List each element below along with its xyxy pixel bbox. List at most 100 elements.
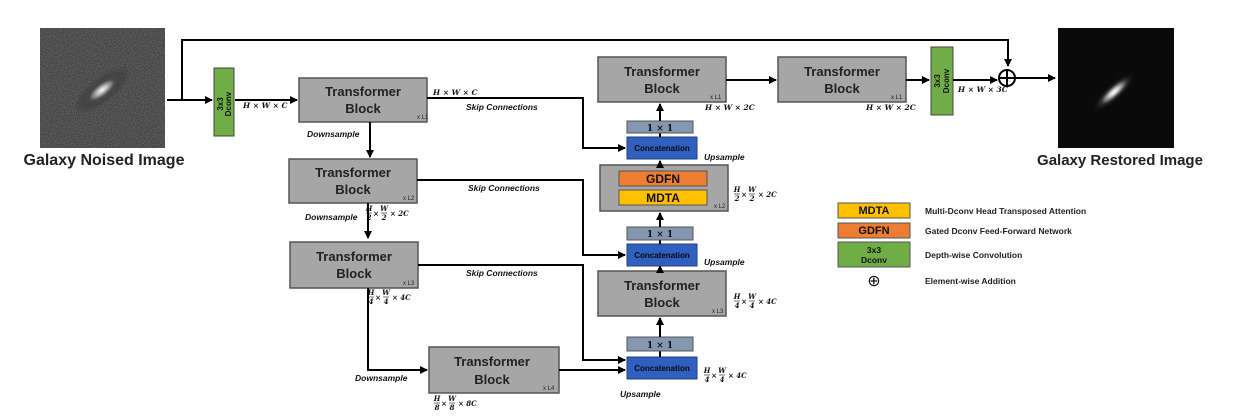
block-subtitle: Block [644, 81, 680, 96]
svg-text:W: W [448, 394, 457, 403]
legend-item-dconv: 3x3 Dconv Depth-wise Convolution [837, 241, 1022, 268]
decoder-transformer-block-l3: Transformer Block x L3 [597, 270, 727, 317]
input-dconv-label1: 3x3 [216, 97, 225, 111]
legend-box-mdta: MDTA [859, 205, 890, 217]
legend: MDTA Multi-Dconv Head Transposed Attenti… [837, 202, 1086, 290]
conv1x1-label: 1 × 1 [647, 341, 673, 351]
concat-label: Concatenation [634, 144, 690, 153]
repeat-l1: x L1 [710, 95, 722, 101]
conv1x1-level1: 1 × 1 [626, 120, 694, 134]
svg-text:W: W [380, 204, 389, 213]
block-title: Transformer [624, 278, 700, 293]
decoder-transformer-block-l2: GDFN MDTA x L2 [599, 164, 729, 212]
svg-text:× 4C: × 4C [758, 297, 777, 306]
output-dconv: 3x3 Dconv [930, 46, 954, 116]
svg-text:× 4C: × 4C [392, 293, 411, 302]
svg-text:2: 2 [749, 194, 755, 203]
svg-text:4: 4 [384, 297, 389, 306]
skip-label-l3: Skip Connections [466, 268, 538, 278]
concat-level1: Concatenation [626, 136, 698, 160]
legend-label-dconv: Depth-wise Convolution [925, 250, 1022, 260]
svg-text:2: 2 [734, 194, 740, 203]
skip-label-l1: Skip Connections [466, 102, 538, 112]
conv1x1-label: 1 × 1 [647, 124, 673, 134]
legend-label-add: Element-wise Addition [925, 276, 1016, 286]
dim-dec3: H 4 × W 4 × 4C [703, 366, 747, 384]
svg-text:H: H [733, 292, 741, 301]
concat-label: Concatenation [634, 251, 690, 260]
upsample-label-2: Upsample [704, 257, 745, 267]
skip-connection-l2 [417, 179, 626, 259]
downsample-label-1: Downsample [307, 129, 360, 139]
dim-level3: H 4 × W 4 × 4C [367, 288, 411, 306]
dim-level2: H 2 × W 2 × 2C [365, 204, 409, 222]
encoder-transformer-block-l2: Transformer Block x L2 [288, 158, 418, 204]
gdfn-label: GDFN [646, 172, 680, 186]
encoder-transformer-block-l3: Transformer Block x L3 [289, 241, 419, 289]
concat-level3: Concatenation [626, 356, 698, 380]
block-title: Transformer [624, 64, 700, 79]
svg-text:4: 4 [720, 375, 725, 384]
legend-item-add: ⊕ Element-wise Addition [867, 271, 1016, 290]
repeat-l3: x L3 [403, 281, 415, 287]
dim-input: H × W × C [242, 101, 288, 110]
block-subtitle: Block [345, 101, 381, 116]
output-dconv-label2: Dconv [942, 68, 951, 93]
legend-label-gdfn: Gated Dconv Feed-Forward Network [925, 226, 1072, 236]
svg-text:× 8C: × 8C [458, 399, 477, 408]
block-title: Transformer [325, 84, 401, 99]
repeat-l2: x L2 [403, 196, 415, 202]
svg-text:4: 4 [735, 301, 740, 310]
block-subtitle: Block [474, 372, 510, 387]
svg-text:× 4C: × 4C [728, 371, 747, 380]
concat-level2: Concatenation [626, 243, 698, 267]
legend-item-mdta: MDTA Multi-Dconv Head Transposed Attenti… [837, 202, 1086, 219]
block-title: Transformer [315, 165, 391, 180]
repeat-l4: x L4 [543, 386, 555, 392]
dim-output: H × W × 3C [957, 85, 1008, 94]
downsample-3-arrow [367, 288, 428, 374]
legend-label-mdta: Multi-Dconv Head Transposed Attention [925, 206, 1086, 216]
repeat-l3: x L3 [712, 309, 724, 315]
concat-label: Concatenation [634, 364, 690, 373]
decoder-transformer-block-l1: Transformer Block x L1 [597, 56, 727, 103]
block-subtitle: Block [336, 266, 372, 281]
output-image-caption: Galaxy Restored Image [1037, 152, 1203, 169]
downsample-label-2: Downsample [305, 212, 358, 222]
galaxy-restored-image [1058, 28, 1174, 148]
galaxy-noised-image [40, 28, 165, 148]
svg-text:4: 4 [705, 375, 710, 384]
mdta-label: MDTA [646, 191, 680, 205]
svg-text:H: H [733, 185, 741, 194]
svg-text:4: 4 [369, 297, 374, 306]
svg-text:8: 8 [450, 403, 455, 412]
dim-level1: H × W × C [432, 88, 478, 97]
svg-text:× 2C: × 2C [758, 190, 777, 199]
input-dconv-label2: Dconv [224, 91, 233, 116]
svg-text:× 2C: × 2C [390, 209, 409, 218]
svg-text:H: H [703, 366, 711, 375]
block-subtitle: Block [644, 295, 680, 310]
dim-dec1: H × W × 2C [704, 103, 755, 112]
legend-box-dconv-1: 3x3 [867, 245, 881, 255]
skip-label-l2: Skip Connections [468, 183, 540, 193]
svg-text:×: × [373, 209, 379, 218]
output-dconv-label1: 3x3 [933, 74, 942, 88]
upsample-label-3: Upsample [620, 389, 661, 399]
legend-box-add: ⊕ [867, 271, 880, 290]
dim-dec2-block: H 2 × W 2 × 2C [733, 185, 777, 203]
svg-text:4: 4 [750, 301, 755, 310]
element-wise-addition [998, 69, 1016, 87]
legend-box-gdfn: GDFN [858, 225, 889, 237]
legend-item-gdfn: GDFN Gated Dconv Feed-Forward Network [837, 222, 1072, 239]
legend-box-dconv-2: Dconv [861, 255, 887, 265]
repeat-l2: x L2 [714, 204, 726, 210]
input-image-caption: Galaxy Noised Image [24, 152, 185, 169]
svg-text:W: W [748, 292, 757, 301]
svg-text:8: 8 [435, 403, 440, 412]
repeat-lr: x L1 [891, 95, 903, 101]
svg-text:2: 2 [381, 213, 387, 222]
conv1x1-label: 1 × 1 [647, 230, 673, 240]
svg-text:×: × [741, 190, 747, 199]
